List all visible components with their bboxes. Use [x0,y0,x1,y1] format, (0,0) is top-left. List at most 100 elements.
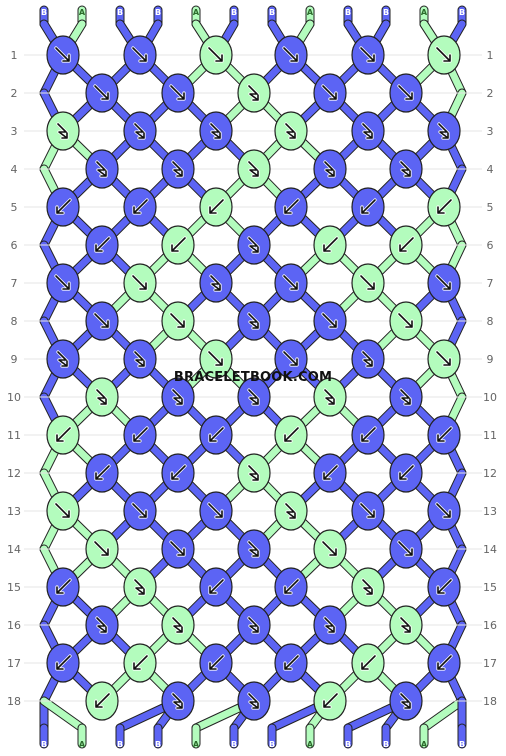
knot [123,567,157,607]
strand-label: A [193,8,200,17]
row-number-left: 11 [7,429,21,442]
row-number-right: 14 [483,543,497,556]
row-number-left: 8 [11,315,18,328]
knot [389,149,423,189]
knot-arrow-icon [248,389,259,405]
knot [123,339,157,379]
knot-arrow-icon [400,617,411,633]
knot-arrow-icon [248,465,259,481]
knot [427,111,461,151]
knot-arrow-icon [362,579,373,595]
knot-arrow-icon [438,123,449,139]
knot [274,567,308,607]
knot-arrow-icon [323,693,338,708]
strand-label: B [231,8,237,17]
knot [123,187,157,227]
knot-arrow-icon [361,199,376,214]
row-number-left: 5 [11,201,18,214]
knot [46,187,80,227]
knot-arrow-icon [56,199,71,214]
knot [46,643,80,683]
knot [237,453,271,493]
knot-arrow-icon [55,47,70,62]
knot [46,415,80,455]
knot-arrow-icon [96,389,107,405]
knot [161,225,195,265]
knot-arrow-icon [322,85,337,100]
row-number-left: 18 [7,695,21,708]
knot [161,681,195,721]
knot-arrow-icon [398,313,413,328]
knot-arrow-icon [283,351,298,366]
knot [85,225,119,265]
knot-arrow-icon [133,427,148,442]
knot [274,339,308,379]
knot-arrow-icon [248,237,259,253]
row-number-right: 16 [483,619,497,632]
knot [427,491,461,531]
knot-arrow-icon [133,199,148,214]
strand-label: A [421,740,428,749]
knot [85,73,119,113]
row-number-left: 10 [7,391,21,404]
knot-arrow-icon [362,123,373,139]
knot-arrow-icon [56,579,71,594]
knot-arrow-icon [248,313,259,329]
knot [46,339,80,379]
row-number-left: 14 [7,543,21,556]
knot [427,567,461,607]
knot-arrow-icon [248,541,259,557]
knot-arrow-icon [210,123,221,139]
knot [123,643,157,683]
row-number-left: 12 [7,467,21,480]
row-number-right: 13 [483,505,497,518]
knot [199,415,233,455]
knot-arrow-icon [134,579,145,595]
knot [199,35,233,75]
knot [313,605,347,645]
row-number-right: 5 [487,201,494,214]
knot [85,301,119,341]
knot-arrow-icon [209,655,224,670]
row-number-left: 1 [11,49,18,62]
knot [199,491,233,531]
row-number-right: 4 [487,163,494,176]
row-number-left: 7 [11,277,18,290]
knot-arrow-icon [322,313,337,328]
knot [351,567,385,607]
knot-arrow-icon [56,427,71,442]
row-number-right: 17 [483,657,497,670]
strand-label: B [345,740,351,749]
knot-arrow-icon [55,275,70,290]
knot-arrow-icon [285,503,296,519]
knot [161,605,195,645]
knot [161,377,195,417]
knot [85,149,119,189]
knot-arrow-icon [284,579,299,594]
knot [389,73,423,113]
knot-arrow-icon [398,541,413,556]
knot [123,491,157,531]
knot [123,35,157,75]
row-number-right: 2 [487,87,494,100]
row-number-left: 4 [11,163,18,176]
strand-label: A [307,8,314,17]
knot [237,681,271,721]
knot-arrow-icon [172,389,183,405]
knot [427,187,461,227]
knot [351,187,385,227]
row-number-right: 18 [483,695,497,708]
strand-label: A [307,740,314,749]
knot [199,187,233,227]
knot-arrow-icon [436,275,451,290]
strand-label: A [79,740,86,749]
row-number-right: 7 [487,277,494,290]
knot-arrow-icon [324,161,335,177]
knot [237,149,271,189]
knot-arrow-icon [248,85,259,101]
knot [389,681,423,721]
knot [46,263,80,303]
strand-label: B [155,740,161,749]
knot-arrow-icon [172,693,183,709]
